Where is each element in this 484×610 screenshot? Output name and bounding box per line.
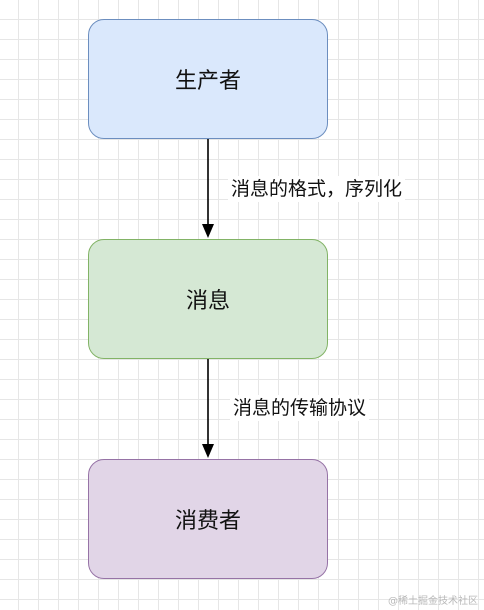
edge-message-to-consumer — [202, 359, 214, 458]
node-message-label: 消息 — [185, 289, 230, 314]
edge-label-format-serialization: 消息的格式，序列化 — [228, 176, 406, 202]
edge-producer-to-message — [202, 139, 214, 238]
edge-label-transport-protocol: 消息的传输协议 — [230, 395, 370, 421]
node-producer-label: 生产者 — [174, 69, 241, 94]
node-producer[interactable]: 生产者 — [88, 19, 328, 139]
arrowhead-icon — [202, 444, 214, 458]
node-consumer[interactable]: 消费者 — [88, 459, 328, 579]
watermark: @稀土掘金技术社区 — [388, 596, 478, 607]
arrowhead-icon — [202, 224, 214, 238]
node-consumer-label: 消费者 — [174, 509, 241, 534]
node-message[interactable]: 消息 — [88, 239, 328, 359]
